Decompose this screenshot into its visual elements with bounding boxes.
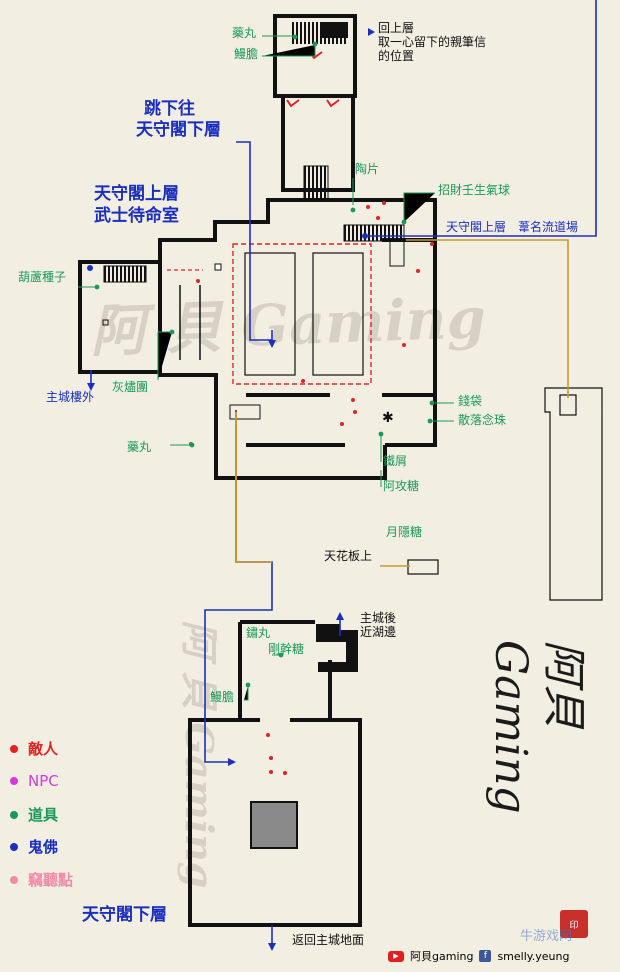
label-jump-down-1: 跳下往: [144, 99, 195, 119]
arrow-icon: [268, 340, 276, 348]
label-dojo: 天守閣上層 葦名流道場: [446, 220, 579, 234]
label-outer-castle: 主城樓外: [46, 390, 95, 404]
label-gokan: 剛幹糖: [268, 642, 305, 656]
left-stairs: [103, 265, 147, 283]
lower-pillar: [250, 801, 298, 849]
label-upper-title-2: 武士待命室: [94, 206, 179, 226]
upper-floor-walls: [78, 198, 437, 480]
label-letter-1: 取一心留下的親筆信: [378, 35, 487, 49]
legend-eavesdrop: 竊聽點: [10, 869, 73, 890]
small-room: [389, 239, 405, 267]
star-icon: ✱: [382, 410, 394, 426]
channel-name: 阿貝gaming: [410, 950, 474, 963]
label-behind-castle-1: 主城後: [360, 611, 397, 625]
label-back-up: 回上層: [378, 21, 415, 35]
footer: ▶ 阿貝gaming f smelly.yeung: [388, 948, 569, 964]
label-manli-low: 鰻膽: [210, 690, 235, 704]
dojo-room-right: [312, 252, 364, 376]
legend-label: NPC: [28, 772, 59, 790]
arrow-icon: [87, 383, 95, 391]
facebook-icon: f: [479, 950, 492, 962]
enemy-mark: [326, 99, 340, 108]
label-behind-castle-2: 近湖邊: [360, 625, 397, 639]
label-med-left: 藥丸: [127, 440, 152, 454]
eavesdrop-dot-icon: [10, 875, 18, 884]
leader-lines: [78, 31, 454, 701]
legend-enemy: 敵人: [10, 738, 58, 759]
facebook-name: smelly.yeung: [497, 949, 570, 963]
lower-floor-walls: [188, 620, 362, 927]
label-ceiling: 天花板上: [324, 549, 373, 563]
seal-icon: 印: [560, 910, 588, 938]
top-black-block: [322, 22, 348, 38]
label-lower-title: 天守閣下層: [82, 905, 167, 925]
item-dot-icon: [10, 810, 18, 819]
legend-item: 道具: [10, 804, 58, 825]
dojo-zone: [232, 243, 372, 385]
buddha-dots: [87, 233, 368, 271]
legend-label: 敵人: [28, 740, 59, 758]
legend-npc: NPC: [10, 772, 59, 790]
guide-lines: [90, 0, 597, 945]
tower-stairs: [303, 165, 329, 201]
label-jump-down-2: 天守閣下層: [136, 120, 221, 140]
item-dots: [94, 34, 435, 688]
label-ako-sugar: 阿攻糖: [383, 479, 420, 493]
label-scrap: 鐵屑: [383, 454, 408, 468]
enemy-mark: [286, 99, 300, 108]
legend-label: 竊聽點: [28, 871, 74, 889]
label-letter-2: 的位置: [378, 49, 415, 63]
arrow-icon: [228, 758, 236, 766]
youtube-icon: ▶: [388, 950, 404, 962]
label-gekka-sugar: 月隱糖: [386, 525, 423, 539]
buddha-dot-icon: [10, 842, 18, 851]
small-room: [229, 404, 261, 420]
wall-marker: [214, 263, 222, 271]
enemy-dot-icon: [10, 744, 18, 753]
label-spark: 鏽丸: [246, 626, 271, 640]
lower-black-block: [316, 624, 358, 672]
upper-stairs: [343, 224, 405, 242]
label-return-ground: 返回主城地面: [292, 933, 365, 947]
signature: 阿貝Gaming: [485, 640, 589, 814]
label-prayer-bead: 散落念珠: [458, 413, 507, 427]
legend-buddha: 鬼佛: [10, 836, 58, 857]
label-yaowan-top: 藥丸: [232, 26, 257, 40]
wall-marker: [102, 319, 109, 326]
label-upper-title-1: 天守閣上層: [94, 184, 179, 204]
legend-label: 道具: [28, 806, 59, 824]
arrow-icon: [336, 612, 344, 620]
npc-dot-icon: [10, 777, 18, 785]
label-lucky-ball: 招財壬生氣球: [438, 183, 511, 197]
label-manli-top: 鰻膽: [234, 47, 259, 61]
arrow-icon: [268, 943, 276, 951]
label-coin-pouch: 錢袋: [458, 394, 483, 408]
site-watermark: 牛游戏网: [520, 929, 573, 944]
label-shard: 陶片: [355, 162, 380, 176]
label-gourd-seed: 葫蘆種子: [18, 270, 67, 284]
label-ash-ball: 灰燼團: [112, 380, 149, 394]
dojo-room-left: [244, 252, 296, 376]
legend-label: 鬼佛: [28, 838, 59, 856]
